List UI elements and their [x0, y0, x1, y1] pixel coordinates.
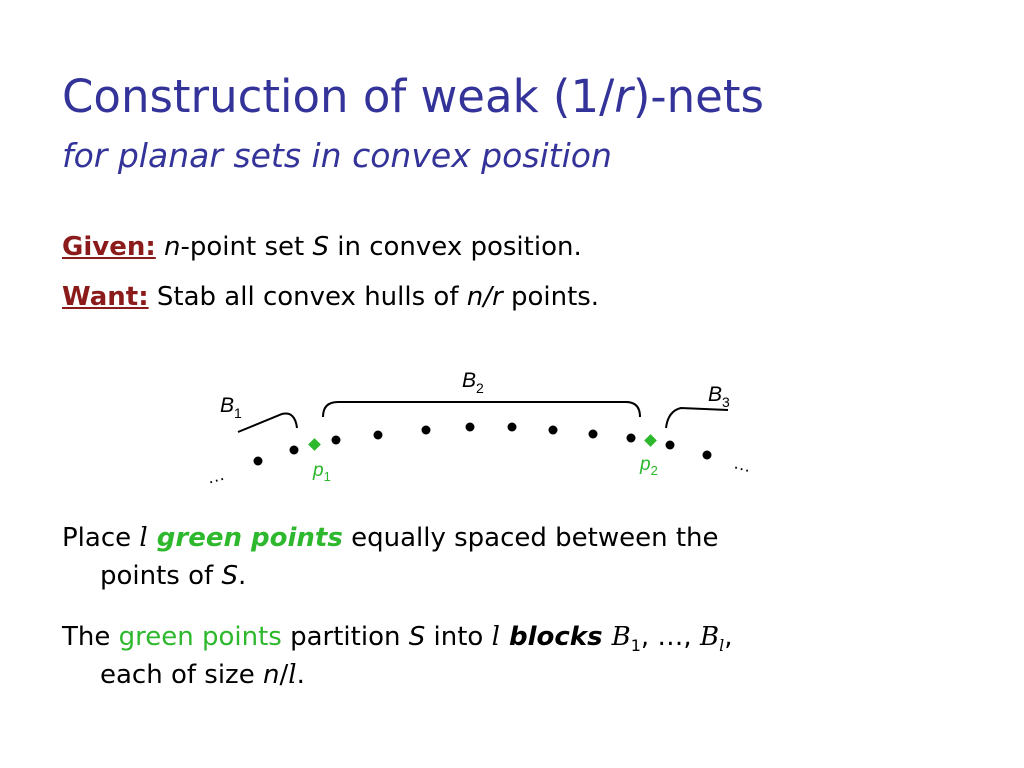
point: [507, 422, 517, 432]
point: [289, 445, 299, 455]
b2-bracket: [322, 401, 641, 418]
b3-bracket: [665, 406, 729, 429]
left-ellipsis: …: [204, 464, 227, 488]
want-label: Want:: [62, 282, 149, 312]
b3-label: B3: [708, 383, 730, 410]
point: [665, 440, 675, 450]
point: [626, 433, 636, 443]
point: [588, 429, 598, 439]
b1-bracket: [237, 412, 298, 433]
want-line: Want: Stab all convex hulls of n/r point…: [62, 282, 600, 312]
slide-title: Construction of weak (1/r)-nets: [62, 70, 764, 123]
given-line: Given: n-point set S in convex position.: [62, 232, 582, 262]
right-ellipsis: …: [732, 452, 755, 476]
green-point-p2: [644, 434, 657, 447]
given-label: Given:: [62, 232, 156, 262]
point: [373, 430, 383, 440]
b2-label: B2: [462, 369, 484, 396]
point: [548, 425, 558, 435]
point: [702, 450, 712, 460]
paragraph-partition: The green points partition S into l bloc…: [62, 622, 733, 691]
point: [331, 435, 341, 445]
slide-subtitle: for planar sets in convex position: [62, 136, 612, 175]
point: [253, 456, 263, 466]
point: [465, 422, 475, 432]
p1-label: p1: [312, 460, 331, 484]
p2-label: p2: [639, 454, 658, 478]
b1-label: B1: [220, 394, 242, 421]
point: [421, 425, 431, 435]
green-point-p1: [308, 438, 321, 451]
paragraph-place: Place l green points equally spaced betw…: [62, 523, 719, 591]
